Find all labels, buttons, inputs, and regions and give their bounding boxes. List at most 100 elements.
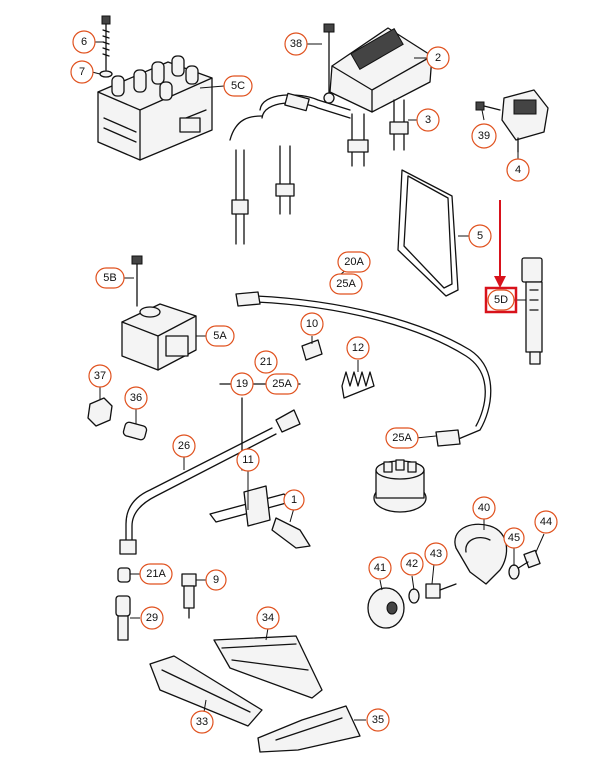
callout-41-label: 41 — [374, 562, 386, 574]
bolt-43 — [425, 583, 457, 599]
callout-36-label: 36 — [130, 392, 142, 404]
callout-20a: 20A — [337, 251, 371, 273]
callout-6: 6 — [72, 30, 96, 54]
callout-25a-right-label: 25A — [392, 432, 412, 444]
callout-40: 40 — [472, 496, 496, 520]
bolt-5b — [131, 255, 143, 307]
lead-26 — [119, 427, 277, 555]
callout-36: 36 — [124, 386, 148, 410]
callout-20a-label: 20A — [344, 256, 364, 268]
callout-44-label: 44 — [540, 516, 552, 528]
callout-19-label: 19 — [236, 378, 248, 390]
callout-12: 12 — [346, 336, 370, 360]
callout-5d: 5D — [484, 286, 518, 314]
coil-5a — [121, 303, 197, 371]
holder-12 — [341, 371, 375, 399]
callout-10: 10 — [300, 312, 324, 336]
module-4 — [501, 89, 549, 153]
callout-41: 41 — [368, 556, 392, 580]
highlight-box-5d — [484, 286, 518, 314]
highlight-arrow — [494, 200, 506, 288]
callout-6-label: 6 — [81, 36, 87, 48]
callout-9: 9 — [205, 569, 227, 591]
callout-26: 26 — [172, 434, 196, 458]
cover-33 — [149, 655, 263, 727]
callout-7: 7 — [70, 60, 94, 84]
callout-38-label: 38 — [290, 38, 302, 50]
callout-34: 34 — [256, 606, 280, 630]
callout-33-label: 33 — [196, 716, 208, 728]
callout-21a-label: 21A — [146, 568, 166, 580]
callout-5: 5 — [468, 224, 492, 248]
callout-3-label: 3 — [425, 114, 431, 126]
callout-5b-label: 5B — [103, 272, 116, 284]
callout-4-label: 4 — [515, 164, 521, 176]
callout-21: 21 — [254, 350, 278, 374]
callout-5b: 5B — [95, 267, 125, 289]
nut-37 — [87, 397, 113, 427]
callout-25a-mid: 25A — [265, 373, 299, 395]
terminal-21a — [117, 567, 131, 583]
callout-42: 42 — [400, 552, 424, 576]
callout-35-label: 35 — [372, 714, 384, 726]
callout-10-label: 10 — [306, 318, 318, 330]
washer-42 — [408, 588, 420, 604]
callout-43: 43 — [424, 542, 448, 566]
callout-25a-right: 25A — [385, 427, 419, 449]
plug-wires-3 — [231, 99, 409, 245]
callout-39: 39 — [471, 123, 497, 149]
cover-35 — [257, 705, 361, 753]
pencil-coil-5d — [521, 257, 543, 365]
callout-4: 4 — [506, 158, 530, 182]
coil-module-2 — [229, 27, 433, 141]
callout-5a: 5A — [205, 325, 235, 347]
washer-45 — [508, 564, 520, 580]
clip-10 — [301, 339, 323, 361]
callout-5c: 5C — [223, 75, 253, 97]
callout-25a-top: 25A — [329, 273, 363, 295]
callout-37: 37 — [88, 364, 112, 388]
callout-5a-label: 5A — [213, 330, 227, 342]
coil-pack-5c — [97, 55, 213, 161]
callout-43-label: 43 — [430, 548, 442, 560]
rotor-41 — [367, 587, 405, 629]
callout-25a-top-label: 25A — [336, 278, 356, 290]
callout-3: 3 — [416, 108, 440, 132]
callout-11: 11 — [236, 448, 260, 472]
callout-1: 1 — [283, 489, 305, 511]
callout-2: 2 — [426, 46, 450, 70]
callout-21a: 21A — [139, 563, 173, 585]
callout-5d-label: 5D — [494, 294, 508, 306]
callout-11-label: 11 — [242, 454, 253, 466]
callout-29-label: 29 — [146, 612, 158, 624]
callout-9-label: 9 — [213, 574, 219, 586]
clamp-40 — [454, 523, 508, 585]
boot-29 — [115, 595, 131, 641]
long-lead-20a — [235, 291, 492, 447]
distributor-cap — [373, 459, 427, 513]
sleeve-36 — [122, 421, 148, 441]
callout-34-label: 34 — [262, 612, 274, 624]
callout-39-label: 39 — [478, 130, 490, 142]
callout-25a-mid-label: 25A — [272, 378, 292, 390]
callout-12-label: 12 — [352, 342, 364, 354]
callout-37-label: 37 — [94, 370, 106, 382]
cover-34 — [213, 635, 323, 699]
callout-2-label: 2 — [435, 52, 441, 64]
callout-26-label: 26 — [178, 440, 190, 452]
callout-38: 38 — [284, 32, 308, 56]
spark-plug-9 — [181, 573, 197, 619]
washer-7 — [99, 70, 113, 78]
callout-42-label: 42 — [406, 558, 418, 570]
callout-21-label: 21 — [260, 356, 272, 368]
callout-45: 45 — [503, 527, 525, 549]
bolt-38 — [323, 23, 335, 104]
callout-19: 19 — [230, 372, 254, 396]
callout-5-label: 5 — [477, 230, 483, 242]
callout-29: 29 — [140, 606, 164, 630]
callout-44: 44 — [534, 510, 558, 534]
callout-5c-label: 5C — [231, 80, 245, 92]
callout-35: 35 — [366, 708, 390, 732]
bolt-39 — [475, 101, 501, 111]
